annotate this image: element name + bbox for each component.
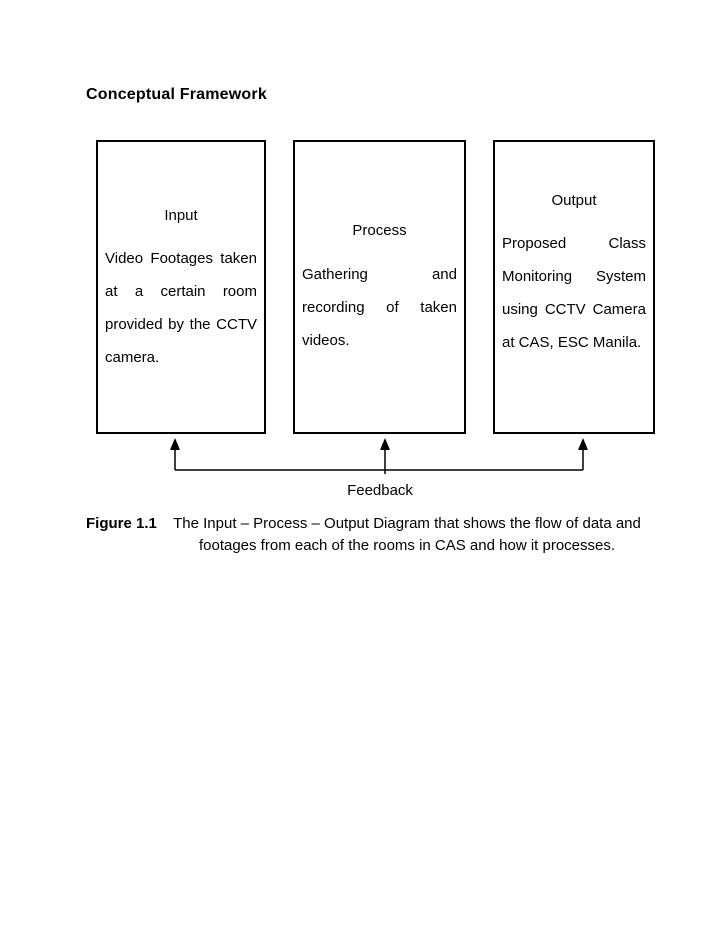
box-body-line: Proposed Class (502, 235, 646, 252)
box-body-line: at CAS, ESC Manila. (502, 334, 642, 351)
output-box-body: Proposed Class Monitoring System using C… (502, 227, 646, 359)
box-body-line: using CCTV Camera (502, 301, 646, 318)
arrow-up-icon (380, 438, 390, 450)
box-body-line: Gathering and (302, 266, 457, 283)
process-box-body: Gathering and recording of taken videos. (302, 258, 457, 357)
arrow-up-icon (578, 438, 588, 450)
input-box-body: Video Footages taken at a certain room p… (105, 242, 257, 374)
figure-caption-line: footages from each of the rooms in CAS a… (198, 537, 616, 554)
box-body-line: Monitoring System (502, 268, 646, 285)
box-body-line: Video Footages taken (105, 250, 257, 267)
feedback-label: Feedback (347, 482, 413, 499)
box-body-line: at a certain room (105, 283, 257, 300)
figure-caption-label: Figure 1.1 (86, 515, 157, 532)
figure-caption: Figure 1.1 The Input – Process – Output … (86, 513, 642, 557)
input-box: Input Video Footages taken at a certain … (96, 140, 266, 434)
output-box: Output Proposed Class Monitoring System … (493, 140, 655, 434)
box-body-line: camera. (105, 349, 160, 366)
process-box-title: Process (352, 222, 407, 239)
box-body-line: provided by the CCTV (105, 316, 257, 333)
input-box-title: Input (164, 207, 198, 224)
figure-caption-line: The Input – Process – Output Diagram tha… (173, 515, 641, 532)
process-box: Process Gathering and recording of taken… (293, 140, 466, 434)
feedback-arrows (170, 438, 588, 474)
box-body-line: videos. (302, 332, 350, 349)
figure-caption-text: The Input – Process – Output Diagram tha… (172, 513, 642, 557)
arrow-up-icon (170, 438, 180, 450)
box-body-line: recording of taken (302, 299, 457, 316)
page-title: Conceptual Framework (86, 86, 267, 103)
output-box-title: Output (551, 192, 597, 209)
